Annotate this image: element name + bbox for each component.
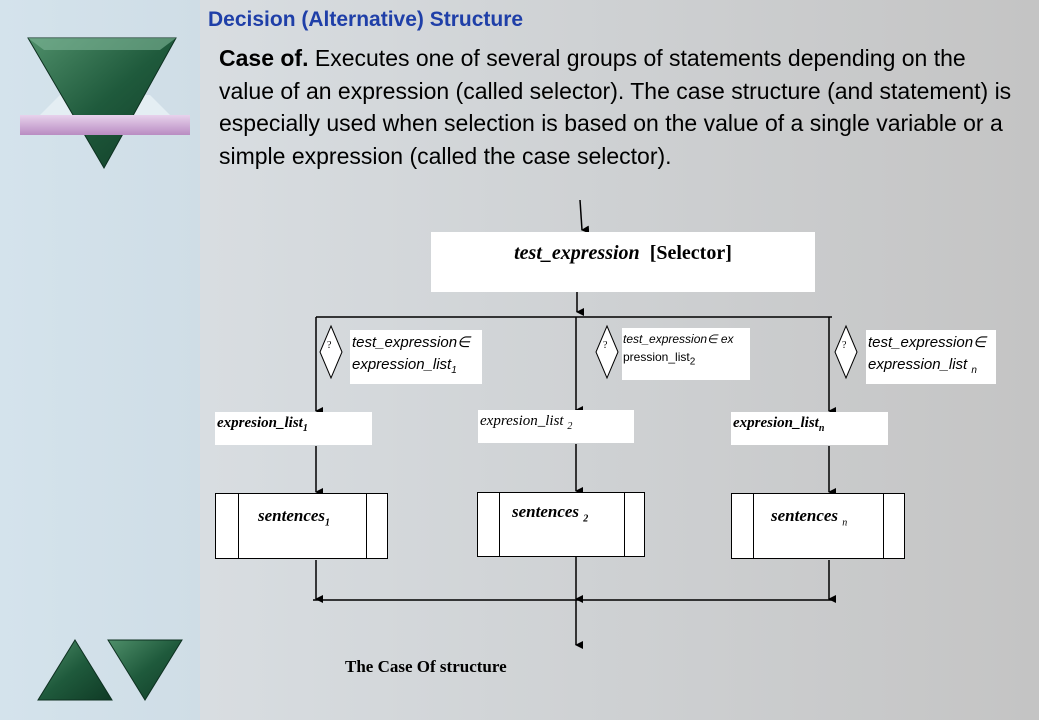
question-mark-2: ? (603, 340, 608, 351)
expression-list-n-label: expresion_list (733, 415, 819, 431)
entry-arrow (579, 199, 590, 234)
page-title: Decision (Alternative) Structure (208, 8, 524, 31)
condition-n-subscript: n (971, 365, 977, 376)
decision-diamond-2 (595, 324, 619, 380)
condition-box-n: test_expression∈ expression_list n (866, 330, 996, 384)
emerald-triangle-large-icon (20, 37, 190, 170)
sentences-box-2: sentences 2 (477, 492, 645, 557)
emerald-triangle-up-icon (37, 639, 113, 701)
selector-expression: test_expression (514, 242, 640, 264)
sentences-box-1: sentences1 (215, 493, 388, 559)
expression-list-2-label: expresion_list (480, 413, 568, 429)
condition-box-1: test_expression∈ expression_list1 (350, 330, 482, 384)
sentences-n-subscript: n (842, 517, 848, 529)
description-body: Executes one of several groups of statem… (219, 45, 1012, 169)
description-paragraph: Case of. Executes one of several groups … (219, 42, 1019, 172)
decision-diamond-1 (319, 324, 343, 380)
question-mark-1: ? (327, 340, 332, 351)
selector-label: [Selector] (649, 242, 732, 264)
condition-1-line-b: expression_list (352, 356, 452, 373)
decision-diamond-n (834, 324, 858, 380)
condition-2-line-b: pression_list (623, 350, 690, 364)
case-of-lead: Case of. (219, 45, 309, 71)
expression-list-1-label: expresion_list (217, 415, 303, 431)
question-mark-n: ? (842, 340, 847, 351)
emerald-triangle-down-icon (107, 639, 183, 701)
condition-2-line-a: test_expression∈ ex (623, 332, 734, 346)
sentences-2-label: sentences (512, 502, 584, 521)
diagram-caption: The Case Of structure (345, 657, 507, 676)
expression-list-n-subscript: n (818, 423, 825, 434)
expression-list-box-2: expresion_list 2 (478, 410, 634, 443)
expression-list-box-n: expresion_listn (731, 412, 888, 445)
expression-list-2-subscript: 2 (567, 421, 573, 432)
condition-2-subscript: 2 (689, 356, 696, 368)
selector-box: test_expression [Selector] (431, 232, 815, 292)
sentences-2-subscript: 2 (583, 513, 589, 525)
sentences-n-label: sentences (771, 506, 843, 525)
condition-n-line-b: expression_list (868, 356, 972, 373)
condition-1-subscript: 1 (451, 365, 457, 376)
expression-list-1-subscript: 1 (302, 423, 308, 434)
condition-box-2: test_expression∈ ex pression_list2 (622, 328, 750, 380)
sentences-1-subscript: 1 (325, 517, 331, 529)
expression-list-box-1: expresion_list1 (215, 412, 372, 445)
sentences-box-n: sentences n (731, 493, 905, 559)
sentences-1-label: sentences (258, 506, 326, 525)
condition-n-line-a: test_expression∈ (868, 334, 987, 351)
condition-1-line-a: test_expression∈ (352, 334, 471, 351)
